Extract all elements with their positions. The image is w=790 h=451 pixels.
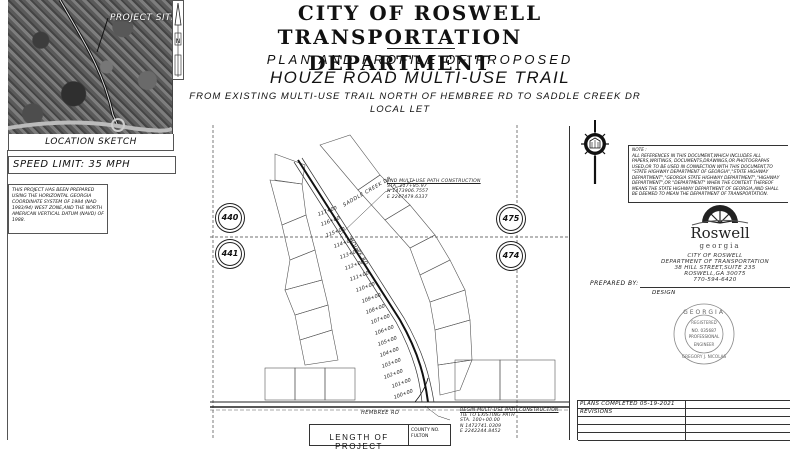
roswell-logo-subtext: georgia (699, 242, 741, 250)
sheet-ref-475: 475 (499, 207, 523, 231)
length-of-project-label: LENGTH OF PROJECT (310, 425, 409, 451)
project-site-label: PROJECT SITE (110, 13, 178, 23)
seal-professional: PROFESSIONAL (689, 334, 720, 339)
project-length-box: LENGTH OF PROJECT COUNTY No. FULTON (309, 424, 451, 451)
sheet-ref-440: 440 (218, 206, 242, 230)
plans-completed-row: PLANS COMPLETED 05-19-2021 (578, 401, 790, 409)
seal-state: GEORGIA (683, 309, 725, 316)
seal-name: GREGORY J. NICOLAS (682, 354, 727, 359)
city-address: CITY OF ROSWELL DEPARTMENT OF TRANSPORTA… (660, 253, 770, 283)
hembree-rd-label: HEMBREE RD (361, 410, 400, 416)
end-construction-callout: END MULTI-USE PATH CONSTRUCTION STA. 117… (387, 179, 481, 200)
revision-row (578, 417, 790, 425)
roswell-logo-text: Roswell (690, 224, 750, 242)
title-department: TRANSPORTATION DEPARTMENT (277, 25, 523, 75)
sheet-ref-441: 441 (218, 242, 242, 266)
seal-number: NO. 035687 (692, 328, 717, 333)
revisions-header-row: REVISIONS (578, 409, 790, 417)
title-plan-profile: PLAN AND PROFILE OF PROPOSED (266, 52, 574, 67)
right-block-divider (569, 126, 570, 440)
title-project-limits: FROM EXISTING MULTI-USE TRAIL NORTH OF H… (189, 91, 641, 102)
title-project-name: HOUZE ROAD MULTI-USE TRAIL (269, 68, 571, 87)
title-city: CITY OF ROSWELL (297, 1, 543, 25)
location-sketch-aerial (8, 0, 173, 134)
title-underline (387, 48, 455, 49)
georgia-dot-seal-icon (580, 120, 610, 186)
title-let-type: LOCAL LET (369, 104, 431, 115)
datum-note: THIS PROJECT HAS BEEN PREPARED USING THE… (8, 184, 108, 234)
seal-engineer: ENGINEER (694, 342, 715, 347)
seal-registered: REGISTERED (691, 320, 716, 325)
left-border-rule (7, 150, 8, 440)
revision-table-left-rule (577, 400, 578, 440)
county-box: COUNTY No. FULTON (411, 428, 440, 439)
professional-engineer-seal-icon: GEORGIA REGISTERED NO. 035687 PROFESSION… (672, 302, 736, 366)
roswell-logo-wheel-icon (686, 197, 754, 249)
location-sketch-caption: LOCATION SKETCH (8, 134, 174, 151)
north-letter: N (176, 38, 181, 45)
revision-row (578, 425, 790, 433)
north-arrow: N (172, 0, 184, 80)
sheet-ref-474: 474 (499, 244, 523, 268)
reference-note: NOTE : ALL REFERENCES IN THIS DOCUMENT,W… (628, 145, 788, 203)
prepared-by-line (640, 287, 790, 288)
design-label: DESIGN (652, 290, 676, 296)
begin-construction-callout: BEGIN MULTI-USE PATH CONSTRUCTION TIE TO… (460, 408, 559, 434)
prepared-by-label: PREPARED BY: (590, 280, 639, 287)
revisions-table: PLANS COMPLETED 05-19-2021 REVISIONS (578, 400, 790, 441)
speed-limit-box: SPEED LIMIT: 35 MPH (8, 156, 176, 174)
plan-view (210, 120, 570, 440)
